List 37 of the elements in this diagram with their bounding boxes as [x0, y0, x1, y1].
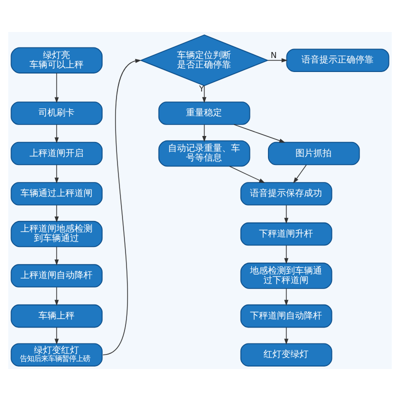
node-box: 绿灯亮车辆可以上秤: [10, 46, 103, 73]
node-box: 下秤道闸自动降杆: [240, 304, 332, 328]
arrow: [284, 326, 288, 344]
arrow: [54, 124, 59, 143]
node-box: 自动记录重量、车号等信息: [158, 140, 250, 166]
node-box: 红灯变绿灯: [240, 342, 332, 366]
node-box: 地感检测到车辆通过下秤道闸: [240, 262, 332, 288]
arrow: [284, 204, 288, 224]
arrow: [293, 164, 307, 183]
node-box: 上秤道闸开启: [10, 141, 103, 165]
arrow: [54, 246, 59, 265]
node-box: 语音提示保存成功: [240, 182, 332, 205]
node-box: 图片抓拍: [268, 141, 360, 165]
arrow: [54, 326, 59, 344]
arrow: [202, 124, 206, 142]
arrow: [284, 244, 288, 264]
node-box: 上秤道闸地感检测到车辆通过: [10, 220, 103, 247]
arrow: [229, 165, 266, 182]
arrow: [54, 204, 59, 222]
node-box: 司机刷卡: [10, 101, 103, 124]
arrow: [102, 58, 142, 355]
arrow: [54, 72, 59, 103]
node-box: 语音提示正确停靠: [286, 48, 390, 72]
node-box: 绿灯变红灯 告知后来车辆暂停上磅: [10, 342, 103, 366]
node-box: 下秤道闸升杆: [240, 222, 332, 246]
arrow: [234, 124, 286, 142]
node-box: 上秤道闸自动降杆: [10, 264, 103, 287]
node-diamond: 车辆定位判断是否正确停靠: [140, 34, 269, 86]
node-box: 车辆上秤: [10, 304, 103, 328]
node-box: 车辆通过上秤道闸: [10, 182, 103, 205]
arrow: [268, 58, 288, 62]
edge-label: N: [270, 49, 277, 60]
arrow: [284, 288, 288, 306]
arrow: [54, 164, 59, 184]
arrow: [54, 286, 59, 306]
node-box: 重量稳定: [158, 101, 250, 124]
arrow: [202, 85, 206, 103]
